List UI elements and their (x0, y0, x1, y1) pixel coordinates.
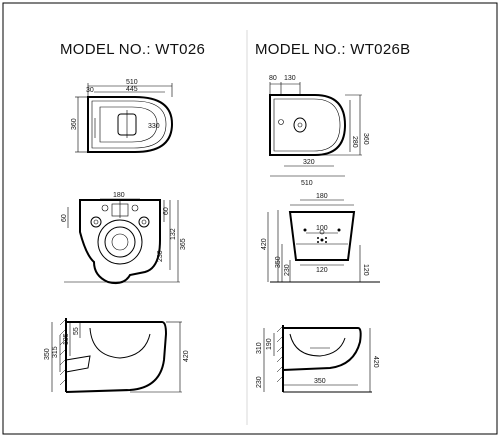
dim-wt026-side-a: 350 (44, 348, 51, 360)
dim-wt026-top-w1: 510 (126, 79, 138, 86)
dim-wt026b-top-b: 130 (284, 75, 296, 82)
dim-wt026-side-e: 420 (183, 350, 190, 362)
dim-wt026b-top-w2: 510 (301, 180, 313, 187)
dim-wt026b-front-mid: 100 (316, 225, 328, 232)
dim-wt026-front-top: 180 (113, 192, 125, 199)
wt026b-top-view (269, 82, 362, 177)
dim-wt026b-top-w1: 320 (303, 159, 315, 166)
dim-wt026b-front-l3: 230 (284, 264, 291, 276)
dim-wt026-front-left: 60 (61, 214, 68, 222)
dim-wt026-front-bot: 230 (157, 250, 164, 262)
dim-wt026-front-r1: 60 (163, 207, 170, 215)
wt026b-side-view (263, 325, 372, 393)
dim-wt026b-side-d: 350 (314, 378, 326, 385)
dim-wt026-top-w2: 445 (126, 86, 138, 93)
dim-wt026b-side-e: 420 (372, 356, 379, 368)
dim-wt026b-top-h1: 280 (351, 136, 358, 148)
dim-wt026-side-c: 135 (63, 333, 70, 345)
title-wt026b: MODEL NO.: WT026B (255, 41, 410, 58)
dim-wt026b-top-a: 80 (269, 75, 277, 82)
wt026-front-view (64, 198, 180, 285)
wt026b-front-view (267, 199, 380, 283)
dim-wt026-top-h1: 360 (71, 118, 78, 130)
dim-wt026b-front-r: 120 (362, 264, 369, 276)
dim-wt026b-front-l2: 350 (275, 256, 282, 268)
dim-wt026b-side-c: 230 (256, 376, 263, 388)
dim-wt026b-top-h2: 360 (362, 133, 369, 145)
dim-wt026-side-b: 315 (52, 346, 59, 358)
title-wt026: MODEL NO.: WT026 (60, 41, 205, 58)
dim-wt026-side-d: 55 (73, 327, 80, 335)
dim-wt026-front-r3: 365 (180, 238, 187, 250)
dim-wt026-front-r2: 132 (170, 228, 177, 240)
dim-wt026b-front-l1: 420 (261, 238, 268, 250)
wt026-side-view (51, 318, 182, 393)
dim-wt026b-front-top: 180 (316, 193, 328, 200)
dim-wt026b-side-a: 310 (256, 342, 263, 354)
dim-wt026b-front-bot: 120 (316, 267, 328, 274)
dim-wt026-top-h2: 330 (148, 123, 160, 130)
dim-wt026-top-small: 30 (86, 87, 94, 94)
dim-wt026b-side-b: 190 (266, 338, 273, 350)
wt026-top-view (75, 83, 174, 153)
